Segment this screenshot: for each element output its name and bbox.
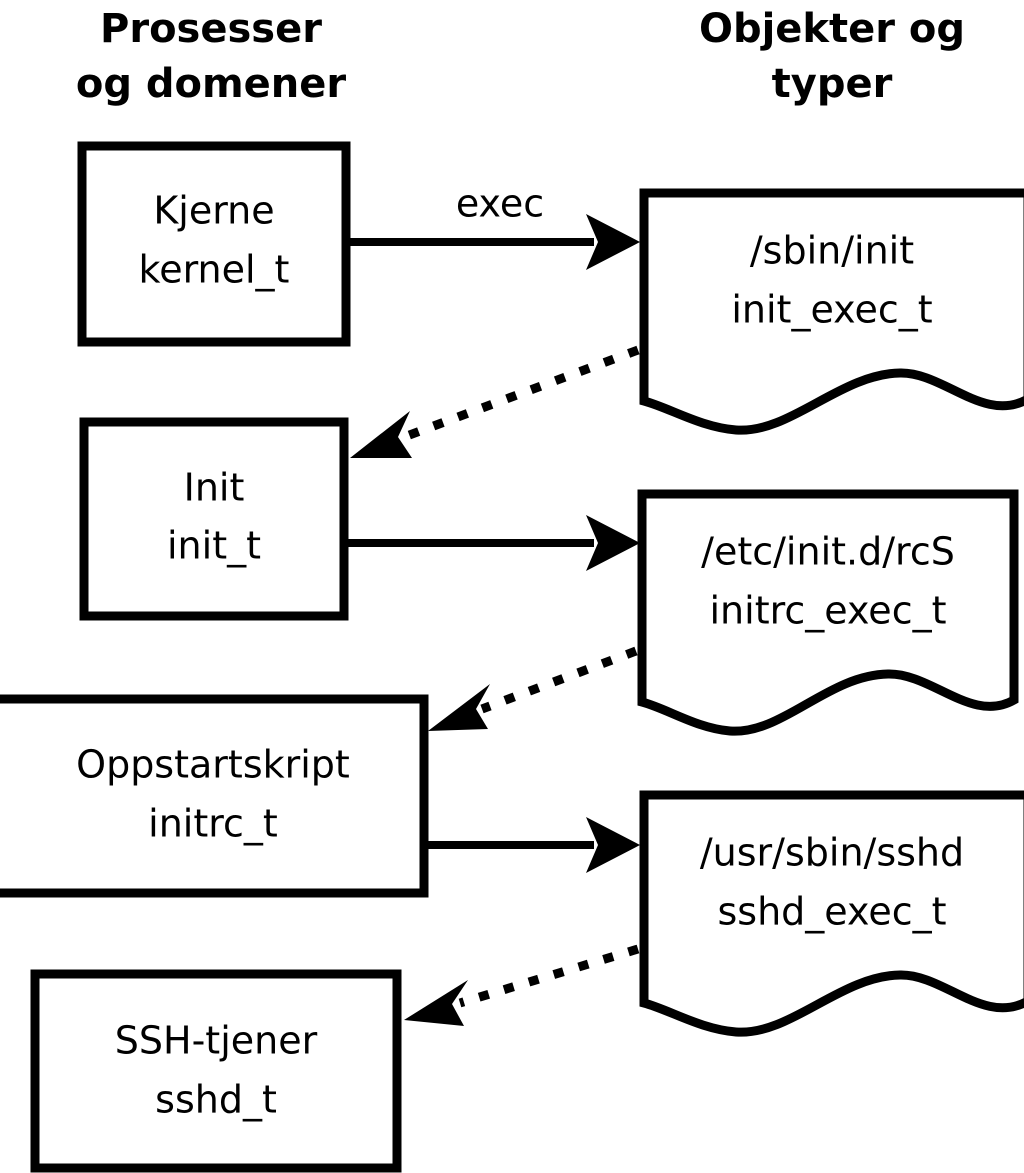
node-kernel[interactable]: Kjerne kernel_t bbox=[77, 141, 351, 347]
edge-sbin-init-to-init-arrowhead bbox=[350, 411, 412, 458]
column-header-objects: Objekter og typer bbox=[699, 6, 965, 107]
edge-initrc-to-sshd-exec bbox=[428, 817, 640, 873]
edge-kernel-to-sbin-init-arrowhead bbox=[586, 214, 640, 270]
column-header-processes-line1: Prosesser bbox=[100, 6, 322, 52]
edge-label-exec: exec bbox=[456, 182, 544, 226]
node-sshd-box[interactable] bbox=[30, 969, 402, 1173]
node-usr-sbin-sshd-line2: sshd_exec_t bbox=[717, 890, 946, 934]
node-sshd[interactable]: SSH-tjener sshd_t bbox=[30, 969, 402, 1173]
edge-sshd-exec-to-sshd-arrowhead bbox=[404, 980, 468, 1026]
node-kernel-line2: kernel_t bbox=[139, 248, 290, 292]
edge-sshd-exec-to-sshd bbox=[404, 944, 640, 1026]
node-etc-initd-rcs[interactable]: /etc/init.d/rcS initrc_exec_t bbox=[637, 489, 1019, 736]
edge-initrc-to-sshd-exec-arrowhead bbox=[586, 817, 640, 873]
edge-rcs-to-initrc bbox=[428, 646, 638, 731]
node-initrc-line1: Oppstartskript bbox=[76, 743, 350, 787]
column-header-objects-line1: Objekter og bbox=[699, 6, 965, 52]
node-etc-initd-rcs-line2: initrc_exec_t bbox=[710, 589, 947, 633]
node-sbin-init-line1: /sbin/init bbox=[750, 229, 914, 273]
edge-sbin-init-to-init bbox=[350, 345, 640, 458]
node-usr-sbin-sshd-document[interactable] bbox=[639, 790, 1024, 1037]
node-etc-initd-rcs-line1: /etc/init.d/rcS bbox=[701, 530, 955, 574]
node-init-line2: init_t bbox=[167, 524, 261, 568]
edge-sshd-exec-to-sshd-line bbox=[458, 944, 640, 1008]
edge-kernel-to-sbin-init: exec bbox=[350, 182, 640, 270]
node-sbin-init-line2: init_exec_t bbox=[731, 288, 932, 332]
column-header-objects-line2: typer bbox=[772, 61, 893, 107]
node-kernel-line1: Kjerne bbox=[153, 189, 274, 233]
node-initrc-box[interactable] bbox=[0, 694, 429, 898]
node-sbin-init-document[interactable] bbox=[639, 188, 1024, 435]
edge-rcs-to-initrc-arrowhead bbox=[428, 684, 490, 731]
node-sshd-line1: SSH-tjener bbox=[115, 1019, 318, 1063]
edge-init-to-rcs bbox=[348, 515, 640, 571]
node-init-box[interactable] bbox=[79, 417, 349, 621]
edge-rcs-to-initrc-line bbox=[480, 646, 638, 714]
node-usr-sbin-sshd-line1: /usr/sbin/sshd bbox=[700, 831, 964, 875]
node-sshd-line2: sshd_t bbox=[155, 1078, 277, 1122]
column-header-processes-line2: og domener bbox=[76, 61, 347, 107]
node-initrc[interactable]: Oppstartskript initrc_t bbox=[0, 694, 429, 898]
node-etc-initd-rcs-document[interactable] bbox=[637, 489, 1019, 736]
node-kernel-box[interactable] bbox=[77, 141, 351, 347]
edge-sbin-init-to-init-line bbox=[402, 345, 640, 442]
column-header-processes: Prosesser og domener bbox=[76, 6, 347, 107]
node-init-line1: Init bbox=[184, 466, 245, 510]
node-sbin-init[interactable]: /sbin/init init_exec_t bbox=[639, 188, 1024, 435]
node-init[interactable]: Init init_t bbox=[79, 417, 349, 621]
node-initrc-line2: initrc_t bbox=[148, 802, 278, 846]
edge-init-to-rcs-arrowhead bbox=[586, 515, 640, 571]
node-usr-sbin-sshd[interactable]: /usr/sbin/sshd sshd_exec_t bbox=[639, 790, 1024, 1037]
